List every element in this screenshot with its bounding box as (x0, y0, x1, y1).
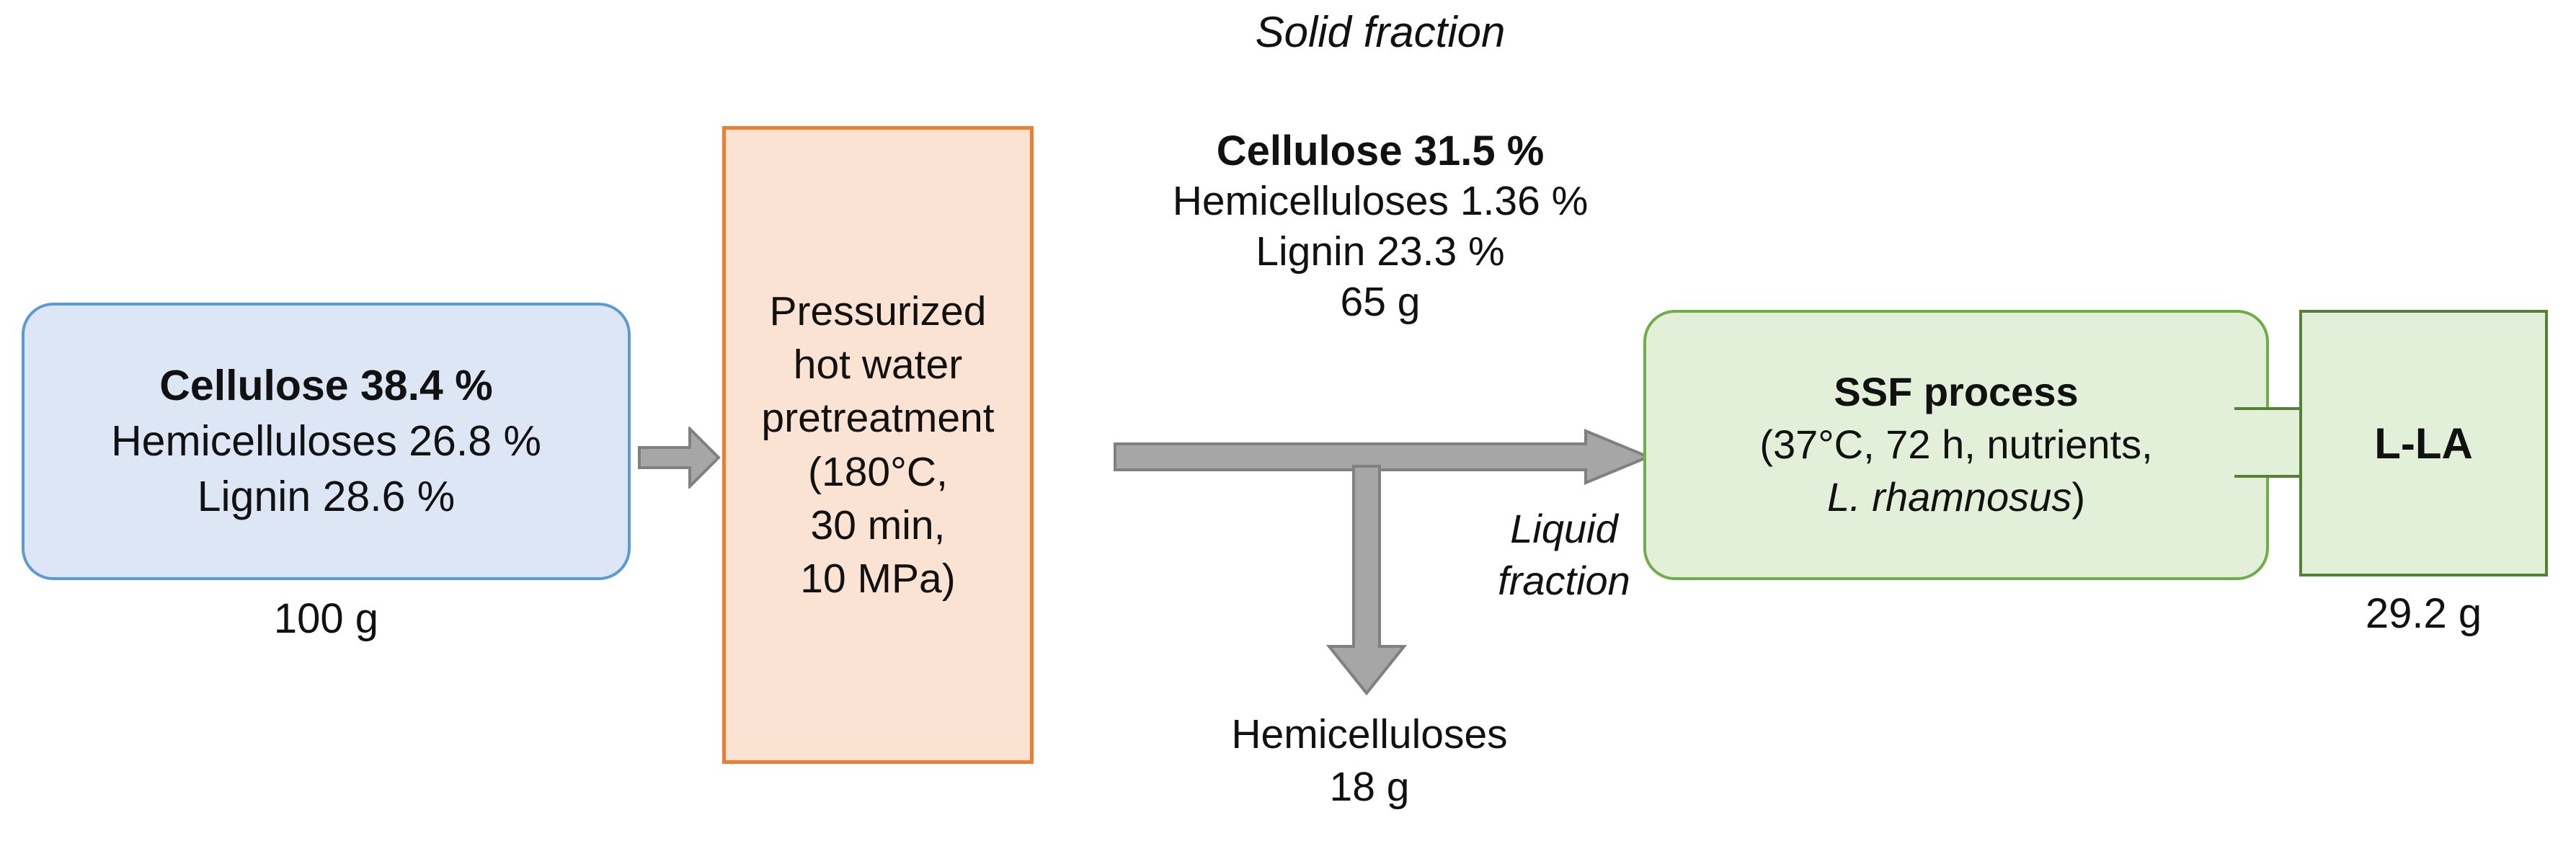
pretreatment-box: Pressurized hot water pretreatment (180°… (722, 126, 1034, 764)
solid-fraction-label: Solid fraction (1255, 8, 1506, 56)
pretreatment-line-3: pretreatment (761, 395, 995, 442)
ssf-to-product-connector (2234, 407, 2306, 478)
pretreatment-line-1: Pressurized (769, 288, 987, 335)
pretreatment-line-6: 10 MPa) (800, 555, 956, 602)
liquid-fraction-label-line-2: fraction (1498, 558, 1630, 603)
pretreatment-line-4: (180°C, (808, 448, 948, 495)
liquid-fraction-hemicelluloses: Hemicelluloses (1231, 711, 1508, 757)
ssf-organism: L. rhamnosus (1827, 473, 2072, 520)
ssf-process-details: SSF process (37°C, 72 h, nutrients, L. r… (1759, 366, 2152, 523)
pretreatment-conditions: Pressurized hot water pretreatment (180°… (761, 285, 994, 605)
ssf-organism-paren: ) (2071, 473, 2085, 520)
solid-fraction-mass: 65 g (1340, 279, 1421, 325)
solid-fraction-cellulose: Cellulose 31.5 % (1216, 128, 1545, 174)
feedstock-mass-caption: 100 g (273, 595, 379, 642)
arrow-right-icon-pretreatment-to-ssf (1114, 429, 1651, 485)
liquid-fraction-label-line-1: Liquid (1510, 506, 1618, 551)
arrow-right-icon-feed-to-pretreatment (638, 427, 721, 489)
ssf-organism-line: L. rhamnosus) (1759, 471, 2152, 524)
solid-fraction-lignin: Lignin 23.3 % (1256, 228, 1505, 275)
ssf-title: SSF process (1834, 369, 2079, 415)
product-mass-caption: 29.2 g (2365, 590, 2482, 637)
feedstock-lignin: Lignin 28.6 % (197, 472, 456, 520)
liquid-fraction-mass: 18 g (1329, 764, 1410, 810)
feedstock-composition: Cellulose 38.4 % Hemicelluloses 26.8 % L… (111, 358, 541, 524)
solid-fraction-hemicelluloses: Hemicelluloses 1.36 % (1172, 178, 1589, 224)
pretreatment-line-5: 30 min, (810, 502, 946, 548)
feedstock-hemicelluloses: Hemicelluloses 26.8 % (111, 417, 541, 466)
pretreatment-line-2: hot water (793, 342, 963, 388)
product-label: L-LA (2374, 419, 2473, 468)
ssf-process-box: SSF process (37°C, 72 h, nutrients, L. r… (1643, 310, 2269, 580)
product-box: L-LA (2299, 310, 2548, 576)
feedstock-box: Cellulose 38.4 % Hemicelluloses 26.8 % L… (22, 303, 631, 580)
feedstock-cellulose: Cellulose 38.4 % (159, 362, 493, 410)
arrow-down-icon-liquid-fraction (1326, 465, 1407, 695)
ssf-conditions: (37°C, 72 h, nutrients, (1759, 422, 2153, 468)
